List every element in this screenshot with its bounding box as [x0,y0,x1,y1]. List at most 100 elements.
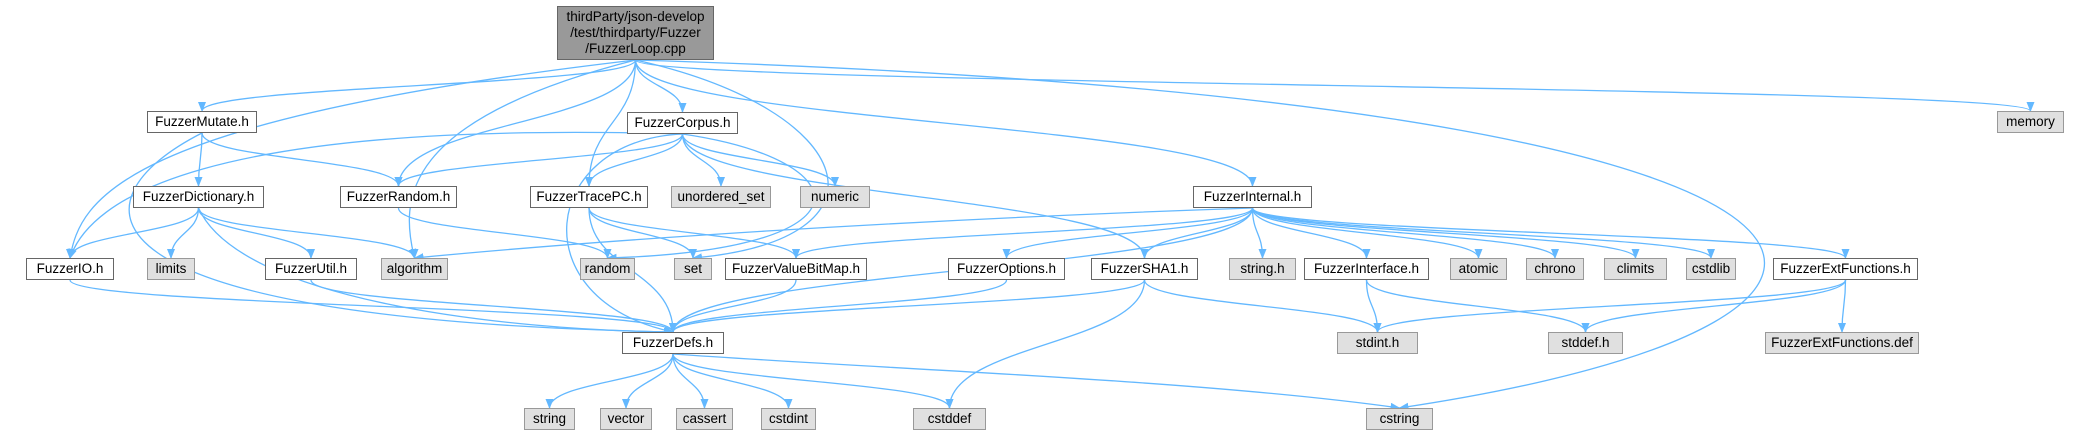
edge-corpus-to-sha1 [681,133,1149,259]
node-vector[interactable]: vector [600,408,652,430]
edge-defs-to-cstddef [672,353,954,409]
node-cassert[interactable]: cassert [676,408,733,430]
edge-corpus-to-defs [566,133,683,335]
node-limits[interactable]: limits [147,258,195,280]
edge-sha1-to-stdint [1143,279,1382,333]
node-string[interactable]: string [524,408,575,430]
node-root[interactable]: thirdParty/json-develop/test/thirdparty/… [557,6,714,60]
edge-root-to-tracepc [585,59,637,187]
edge-root-to-memory [634,59,2035,112]
edge-tracepc-to-set [588,207,697,259]
edge-internal-to-chrono [1251,207,1559,259]
edge-defs-to-vector [622,353,674,409]
edge-internal-to-valuebitmap [792,207,1254,259]
node-label: FuzzerInternal.h [1203,189,1302,204]
edge-valuebitmap-to-defs [669,279,797,333]
edge-internal-to-algorithm [413,207,1253,262]
edge-mutate-to-dictionary [194,132,203,187]
node-label: climits [1616,261,1655,276]
node-label: FuzzerRandom.h [346,189,451,204]
edge-root-to-cstring [635,59,1765,411]
node-label: FuzzerValueBitMap.h [731,261,861,276]
node-label: FuzzerMutate.h [155,114,249,129]
node-label: FuzzerDictionary.h [142,189,255,204]
node-root-label-line: /test/thirdparty/Fuzzer [570,25,701,40]
node-label: FuzzerDefs.h [632,335,714,350]
edge-util-to-defs [310,279,677,333]
edge-dictionary-to-defs [197,207,674,336]
node-stddef[interactable]: stddef.h [1548,332,1623,354]
node-label: algorithm [386,261,443,276]
node-label: unordered_set [677,189,765,204]
node-memory[interactable]: memory [1997,111,2064,133]
node-random-h[interactable]: FuzzerRandom.h [340,186,457,208]
edge-root-to-set [635,59,829,262]
node-cstring[interactable]: cstring [1366,408,1433,430]
node-algorithm[interactable]: algorithm [381,258,448,280]
node-numeric[interactable]: numeric [800,186,870,208]
node-label: atomic [1458,261,1499,276]
node-label: cstddef [927,411,972,426]
node-stdint[interactable]: stdint.h [1337,332,1418,354]
edge-corpus-to-numeric [681,133,839,187]
edge-root-to-io [67,59,636,259]
node-random[interactable]: random [580,258,635,280]
node-dictionary[interactable]: FuzzerDictionary.h [133,186,264,208]
edge-extfunctions-to-extfunctions-def [1838,279,1847,333]
node-io[interactable]: FuzzerIO.h [26,258,114,280]
node-extfunctions[interactable]: FuzzerExtFunctions.h [1773,258,1918,280]
edge-internal-to-options [1002,207,1254,259]
node-root-label-line: /FuzzerLoop.cpp [585,41,686,56]
edge-extfunctions-to-stdint [1373,279,1847,333]
node-cstdlib[interactable]: cstdlib [1686,258,1736,280]
node-label: FuzzerTracePC.h [536,189,642,204]
edge-options-to-defs [669,279,1008,333]
edge-dictionary-to-algorithm [197,207,419,259]
node-cstdint[interactable]: cstdint [761,408,816,430]
node-label: stddef.h [1561,335,1610,350]
node-label: FuzzerUtil.h [274,261,347,276]
node-root-label-line: thirdParty/json-develop [566,9,705,24]
edge-dictionary-to-io [66,207,200,259]
edge-internal-to-interface [1251,207,1371,259]
node-climits[interactable]: climits [1604,258,1667,280]
edge-mutate-to-random-h [201,132,403,187]
edge-io-to-defs [69,279,677,333]
node-atomic[interactable]: atomic [1450,258,1507,280]
node-label: FuzzerCorpus.h [634,115,731,130]
edge-internal-to-extfunctions [1251,207,1850,259]
node-label: limits [155,261,187,276]
node-cstddef[interactable]: cstddef [913,408,986,430]
node-util[interactable]: FuzzerUtil.h [265,258,357,280]
edge-internal-to-cstdlib [1251,207,1715,259]
node-label: vector [607,411,645,426]
node-label: cstdlib [1691,261,1731,276]
node-set[interactable]: set [674,258,712,280]
node-defs[interactable]: FuzzerDefs.h [622,332,724,354]
node-label: chrono [1534,261,1576,276]
edge-defs-to-cstdint [672,353,793,409]
node-chrono[interactable]: chrono [1526,258,1584,280]
node-mutate[interactable]: FuzzerMutate.h [147,111,257,133]
node-valuebitmap[interactable]: FuzzerValueBitMap.h [725,258,867,280]
node-string-h[interactable]: string.h [1229,258,1296,280]
node-sha1[interactable]: FuzzerSHA1.h [1091,258,1198,280]
node-tracepc[interactable]: FuzzerTracePC.h [530,186,648,208]
node-label: FuzzerSHA1.h [1100,261,1189,276]
node-internal[interactable]: FuzzerInternal.h [1193,186,1312,208]
node-label: numeric [810,189,859,204]
edge-root-to-internal [634,59,1257,187]
node-interface[interactable]: FuzzerInterface.h [1304,258,1429,280]
node-extfunctions-def[interactable]: FuzzerExtFunctions.def [1765,332,1919,354]
node-label: stdint.h [1355,335,1400,350]
node-corpus[interactable]: FuzzerCorpus.h [627,112,738,134]
node-unordered-set[interactable]: unordered_set [671,186,771,208]
edge-defs-to-cstring [672,353,1401,411]
edge-root-to-algorithm [408,59,636,259]
node-options[interactable]: FuzzerOptions.h [948,258,1065,280]
edge-internal-to-sha1 [1140,207,1254,259]
node-label: FuzzerOptions.h [956,261,1057,276]
edge-root-to-random-h [394,59,637,187]
